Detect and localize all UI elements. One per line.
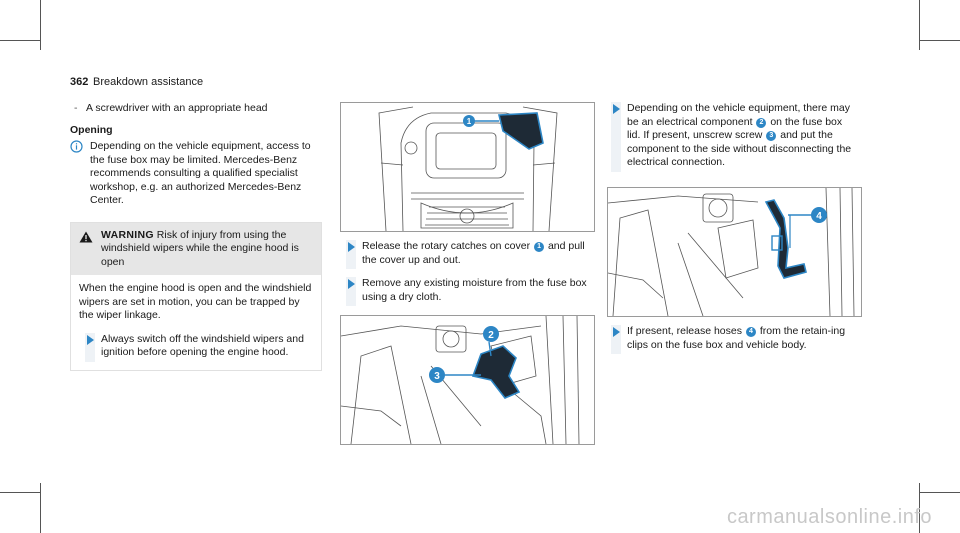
step-bar (611, 325, 621, 354)
crop-mark (40, 0, 41, 50)
step-bar (611, 102, 621, 172)
crop-mark (920, 492, 960, 493)
step4-text-b: from the retain-ing clips on the fuse bo… (627, 325, 846, 351)
callout-2-label: 2 (488, 330, 494, 341)
step2-text: Remove any existing moisture from the fu… (362, 277, 587, 303)
step-arrow-icon (348, 242, 355, 252)
tool-item: A screwdriver with an appropriate head (70, 102, 322, 116)
section-title: Breakdown assistance (93, 76, 204, 88)
warning-box: WARNING Risk of injury from using the wi… (70, 221, 322, 371)
crop-mark (919, 0, 920, 50)
step-release-hoses: If present, release hoses 4 from the ret… (605, 325, 860, 354)
note: Depending on the vehicle equipment, acce… (70, 140, 322, 208)
engine-bay-illustration: 1 (378, 106, 558, 231)
watermark: carmanualsonline.info (726, 506, 932, 528)
callout-2: 2 (756, 117, 767, 128)
warning-header: WARNING Risk of injury from using the wi… (71, 222, 321, 275)
crop-mark (920, 40, 960, 41)
callout-3-label: 3 (434, 371, 440, 382)
figure-hoses: 4 (607, 187, 862, 317)
step3-text-b: on the fuse box lid. If present, unscrew… (627, 115, 843, 142)
page-number: 362 (70, 76, 89, 88)
step3-text-c: and put the component to the side withou… (627, 129, 852, 168)
right-step-bottom: If present, release hoses 4 from the ret… (605, 325, 860, 354)
callout-4-marker (811, 207, 827, 223)
step-arrow-icon (613, 104, 620, 114)
warning-step: Always switch off the windshield wipers … (79, 332, 313, 362)
crop-mark (919, 483, 920, 533)
opening-heading: Opening (70, 123, 113, 136)
callout-1-marker (463, 115, 475, 127)
left-column: A screwdriver with an appropriate head O… (70, 102, 322, 371)
callout-2-marker (483, 326, 499, 342)
info-icon (70, 140, 83, 153)
right-step-top: Depending on the vehicle equipment, ther… (605, 102, 855, 172)
warning-step-text: Always switch off the windshield wipers … (101, 332, 304, 359)
step-arrow-icon (348, 279, 355, 289)
crop-mark (0, 40, 40, 41)
step-arrow-icon (613, 327, 620, 337)
warning-keyword: WARNING (101, 228, 154, 241)
crop-mark (40, 483, 41, 533)
note-text: Depending on the vehicle equipment, acce… (90, 140, 311, 206)
figure-fuse-box: 2 3 (340, 315, 595, 445)
step-arrow-icon (87, 334, 94, 345)
callout-3-marker (429, 367, 445, 383)
step-bar (346, 240, 356, 269)
figure-engine-bay: 1 (340, 102, 595, 232)
warning-body: When the engine hood is open and the win… (71, 275, 321, 370)
callout-1: 1 (534, 242, 545, 252)
step-electrical-component: Depending on the vehicle equipment, ther… (605, 102, 855, 172)
warning-body-text: When the engine hood is open and the win… (79, 282, 312, 321)
crop-mark (0, 492, 40, 493)
step1-text-b: and pull the cover up and out. (362, 240, 585, 266)
warning-triangle-icon (79, 231, 93, 242)
step3-text-a: Depending on the vehicle equipment, ther… (627, 102, 850, 128)
step-bar (85, 332, 95, 362)
step-bar (346, 277, 356, 306)
step4-text-a: If present, release hoses (627, 325, 742, 337)
callout-4-label: 4 (816, 211, 822, 222)
warning-head-text: Risk of injury from using the windshield… (101, 228, 299, 268)
fuse-box-illustration: 2 3 (341, 316, 580, 444)
step-release-cover: Release the rotary catches on cover 1 an… (340, 240, 595, 269)
callout-1-label: 1 (467, 117, 472, 126)
step1-text-a: Release the rotary catches on cover (362, 240, 531, 252)
hoses-illustration: 4 (608, 188, 855, 316)
middle-steps: Release the rotary catches on cover 1 an… (340, 240, 595, 306)
callout-3: 3 (766, 131, 777, 141)
callout-4: 4 (745, 327, 756, 337)
step-remove-moisture: Remove any existing moisture from the fu… (340, 277, 595, 306)
